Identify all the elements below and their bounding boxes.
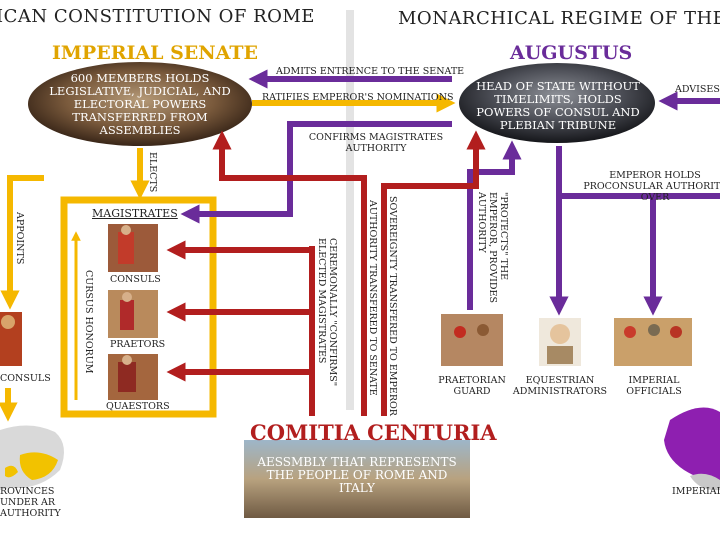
praetorian-protects-arrow [467, 140, 522, 310]
imperial-legate-label: IMPERIAL LEGA [672, 486, 720, 497]
augustus-oval [459, 63, 655, 143]
provinces-map-right [664, 407, 720, 491]
right-regime-header: MONARCHICAL REGIME OF THE E [398, 8, 720, 29]
appoints-label: APPOINTS [14, 212, 25, 265]
magistrates-frame [60, 196, 217, 418]
praetorian-guard-image [441, 314, 503, 366]
protects-label: "PROTECTS" THE EMPEROR, PROVIDES AUTHORI… [476, 192, 509, 303]
proconsuls-label: CONSULS [0, 373, 51, 384]
consuls-label: CONSULS [110, 274, 161, 285]
comitia-image [244, 440, 470, 518]
confirms-authority-arrow [180, 121, 452, 224]
ceremonially-label: CEREMONALLY "CONFIRMS" ELECTED MAGISTRAT… [316, 238, 338, 387]
admits-label: ADMITS ENTRENCE TO THE SENATE [276, 66, 465, 77]
quaestors-label: QUAESTORS [106, 401, 170, 412]
officials-label: IMPERIAL OFFICIALS [626, 375, 682, 397]
confirms-authority-label: CONFIRMS MAGISTRATES AUTHORITY [308, 132, 444, 154]
equestrian-label: EQUESTRIAN ADMINISTRATORS [512, 375, 608, 397]
provinces-label: ROVINCES UNDER AR AUTHORITY [0, 486, 61, 519]
authority-to-senate-arrow [212, 130, 367, 416]
augustus-title: AUGUSTUS [510, 42, 633, 64]
augustus-description: HEAD OF STATE WITHOUT TIMELIMITS, HOLDS … [476, 79, 640, 132]
sovereignty-to-emperor-arrow [381, 130, 486, 416]
proconsular-label: EMPEROR HOLDS PROCONSULAR AUTHORITY OVER [583, 170, 720, 203]
praetors-label: PRAETORS [110, 339, 166, 350]
ratifies-label: RATIFIES EMPEROR'S NOMINATIONS [262, 92, 454, 103]
comitia-title: COMITIA CENTURIA [250, 420, 497, 445]
appoints-arrow [0, 175, 44, 310]
elects-label: ELECTS [147, 152, 158, 193]
cursus-honorum-label: CURSUS HONORUM [83, 270, 94, 374]
center-divider [346, 10, 354, 410]
sovereignty-emperor-label: SOVEREIGNTY TRANSFERED TO EMPEROR [387, 196, 398, 416]
magistrates-title: MAGISTRATES [92, 207, 178, 220]
senate-title: IMPERIAL SENATE [52, 42, 258, 64]
senate-description: 600 MEMBERS HOLDS LEGISLATIVE, JUDICIAL,… [49, 71, 231, 137]
left-regime-header: ICAN CONSTITUTION OF ROME [0, 6, 315, 27]
advises-label: ADVISES [675, 84, 720, 95]
praetorian-guard-label: PRAETORIAN GUARD [438, 375, 506, 397]
comitia-description: AESSMBLY THAT REPRESENTS THE PEOPLE OF R… [257, 455, 457, 495]
authority-senate-label: AUTHORITY TRANSFERED TO SENATE [367, 200, 378, 396]
provinces-map-left [0, 425, 64, 490]
senate-oval [28, 62, 252, 146]
